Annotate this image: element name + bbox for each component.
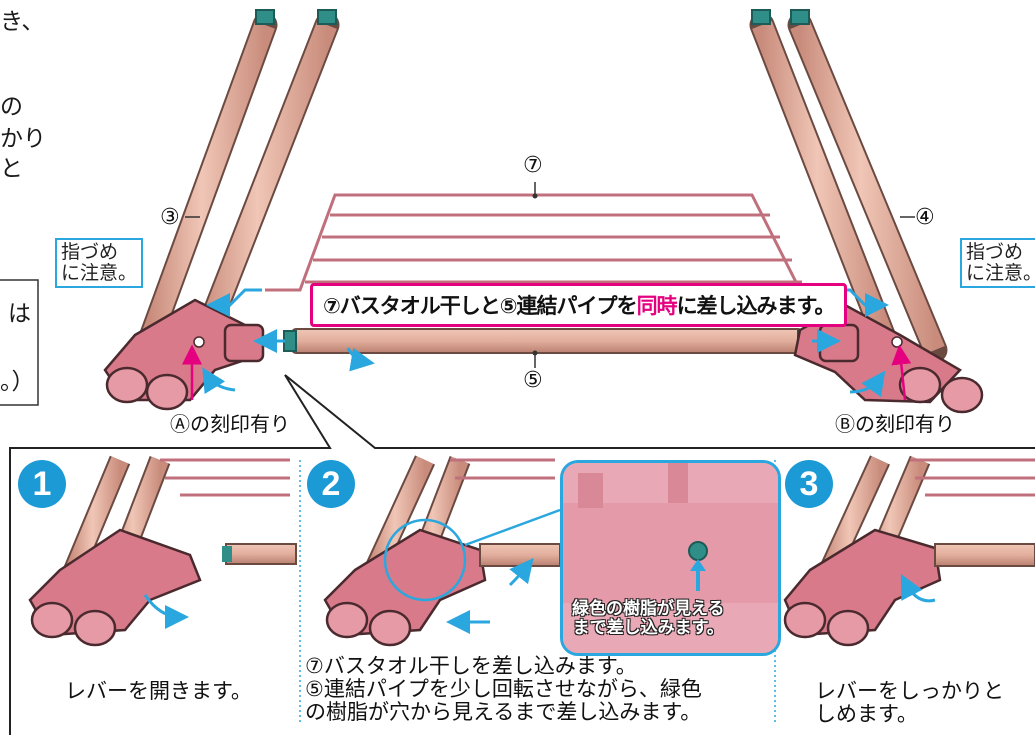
left-cut-text-3: の — [0, 94, 23, 120]
connecting-pipe — [283, 328, 811, 354]
step-2-description: ⑦バスタオル干しを差し込みます。 ⑤連結パイプを少し回転させながら、緑色 の樹脂… — [305, 654, 702, 724]
towel-rack-frame — [265, 193, 828, 292]
zoom-detail-illustration — [563, 463, 778, 653]
left-box-text-3: 。） — [0, 369, 35, 395]
right-leg-pipes — [749, 9, 948, 363]
zoom-detail-panel — [560, 460, 781, 656]
step3-illustration — [783, 455, 1035, 647]
step-1-description: レバーを開きます。 — [65, 679, 252, 703]
part-label-5: ⑤ — [523, 368, 543, 393]
step-number-3: 3 — [785, 460, 833, 508]
left-joint — [103, 298, 265, 411]
part-label-7: ⑦ — [523, 153, 543, 178]
step-3-description: レバーをしっかりと しめます。 — [815, 679, 1004, 726]
step1-illustration — [28, 455, 297, 647]
stamp-label-right: Ⓑの刻印有り — [835, 412, 955, 436]
step2-illustration — [323, 455, 561, 647]
step-number-1: 1 — [18, 460, 66, 508]
callout-highlight: 同時 — [636, 294, 678, 318]
left-cut-text-5: と — [0, 156, 23, 182]
callout-text-after: に差し込みます。 — [676, 294, 836, 318]
resin-visibility-note: 緑色の樹脂が見える まで差し込みます。 — [572, 599, 725, 638]
step-number-2: 2 — [307, 460, 355, 508]
left-cut-text-1: き、 — [0, 9, 45, 35]
part-label-4: ④ — [915, 205, 935, 230]
left-cut-text-4: かり — [0, 126, 46, 152]
left-leg-pipes — [137, 9, 340, 363]
stamp-label-left: Ⓐの刻印有り — [170, 412, 290, 436]
insertion-callout: ⑦バスタオル干しと⑤連結パイプを同時に差し込みます。 — [310, 283, 848, 327]
callout-text-before: ⑦バスタオル干しと⑤連結パイプを — [323, 294, 638, 318]
left-box-text-1: は — [8, 301, 31, 327]
warning-box-right: 指づめ に注意。 — [960, 238, 1035, 288]
part-label-3: ③ — [160, 205, 180, 230]
warning-box-left: 指づめ に注意。 — [55, 238, 144, 288]
